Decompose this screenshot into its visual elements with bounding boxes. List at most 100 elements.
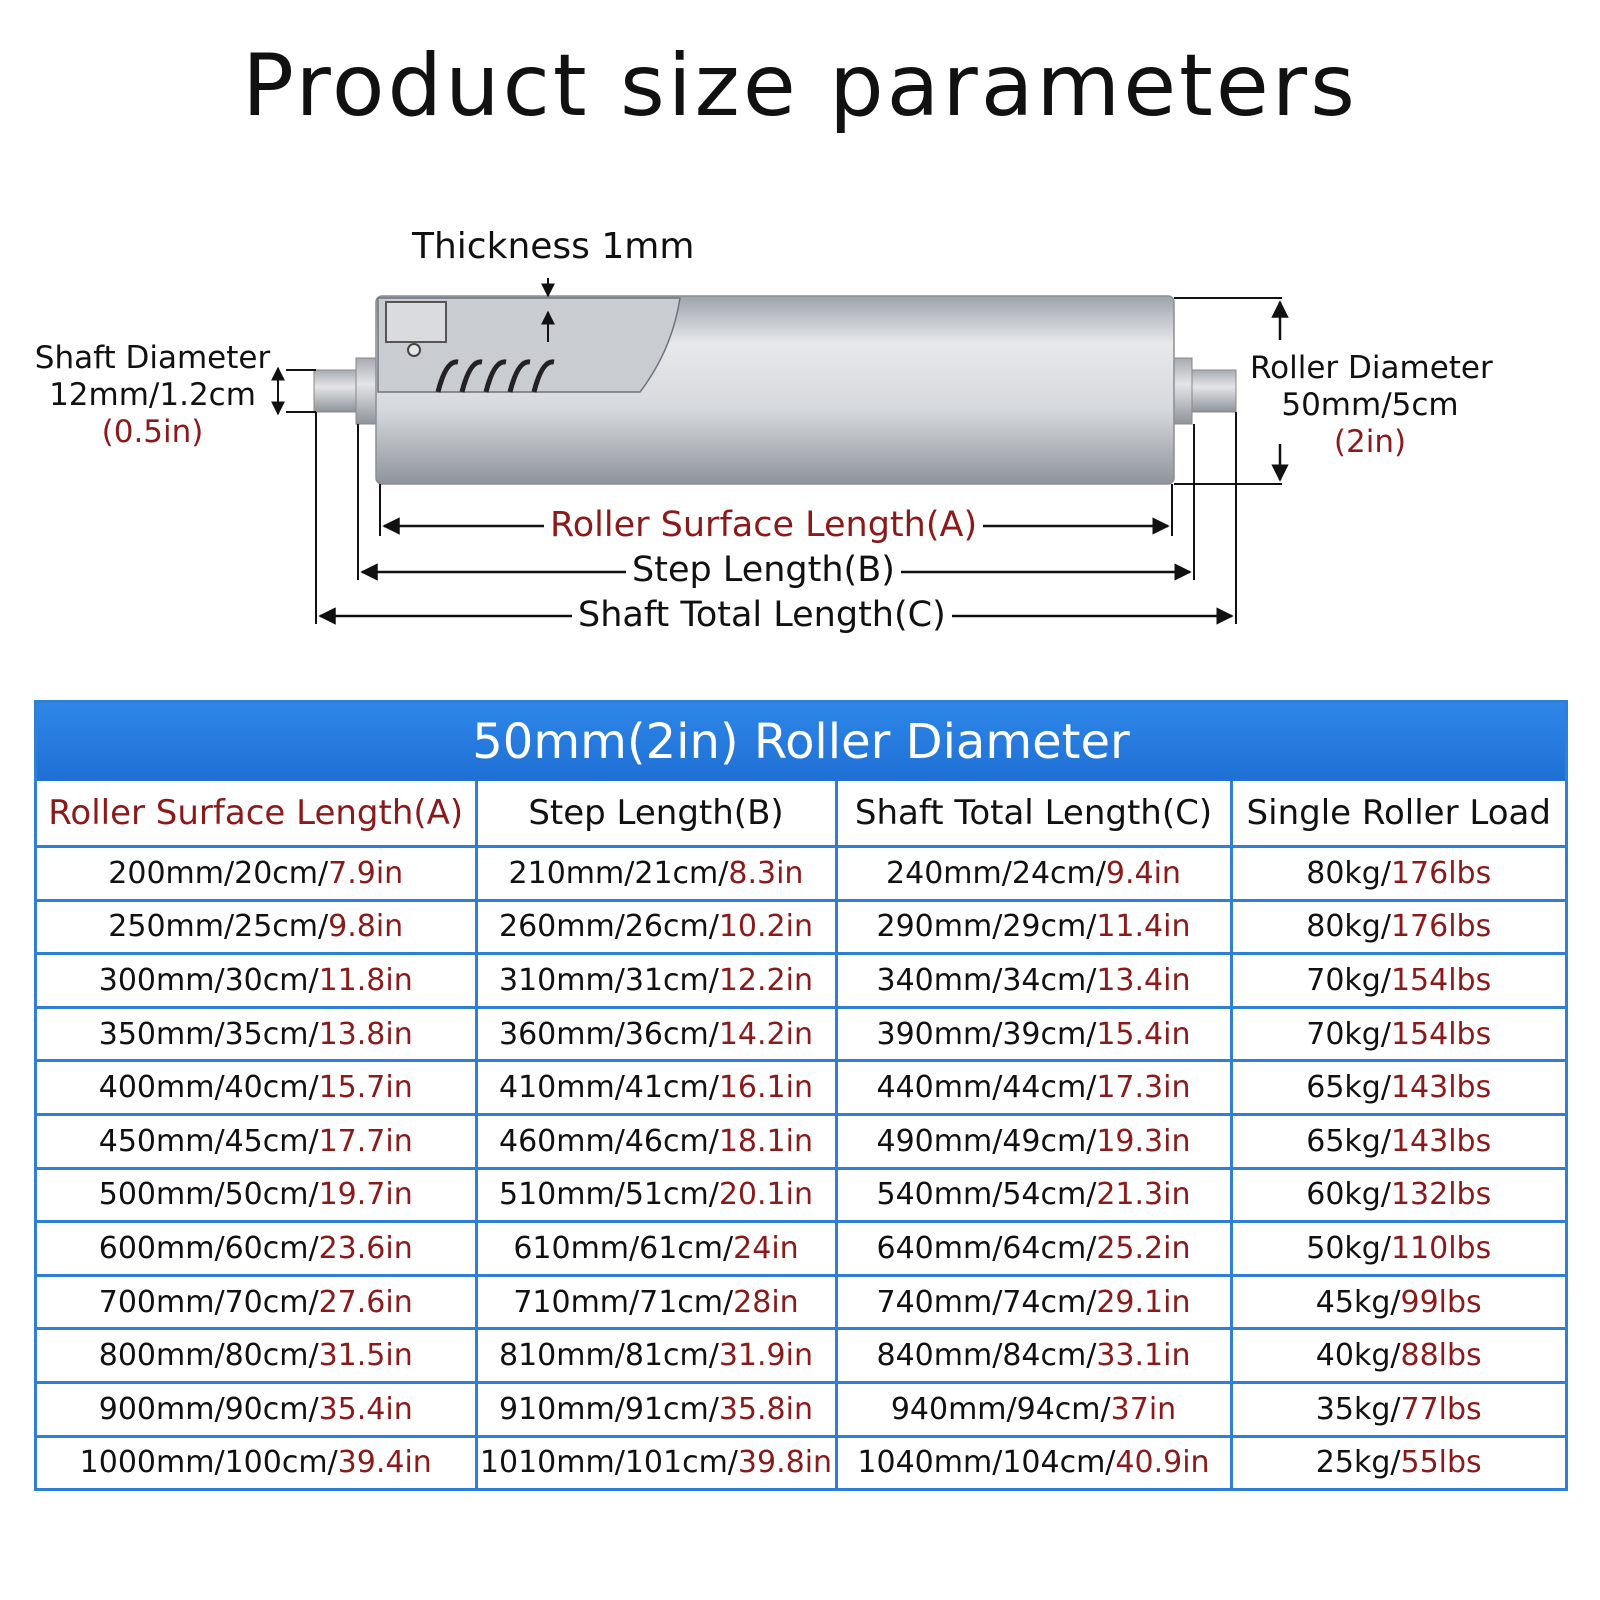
shaft-diameter-label: Shaft Diameter 12mm/1.2cm (0.5in) <box>30 340 275 451</box>
cell-imperial: 10.2in <box>718 909 813 945</box>
table-cell: 400mm/40cm/15.7in <box>37 1060 478 1116</box>
size-table: 50mm(2in) Roller Diameter Roller Surface… <box>34 700 1568 1492</box>
cell-metric: 50kg/ <box>1306 1230 1391 1266</box>
cell-metric: 390mm/39cm/ <box>876 1016 1097 1052</box>
table-cell: 1010mm/101cm/39.8in <box>476 1436 838 1489</box>
cell-metric: 740mm/74cm/ <box>876 1284 1097 1320</box>
cell-metric: 200mm/20cm/ <box>108 855 329 891</box>
cell-metric: 600mm/60cm/ <box>98 1230 319 1266</box>
cell-metric: 500mm/50cm/ <box>98 1177 319 1213</box>
cell-imperial: 13.8in <box>318 1016 413 1052</box>
cell-metric: 290mm/29cm/ <box>876 909 1097 945</box>
cell-metric: 610mm/61cm/ <box>513 1230 734 1266</box>
table-cell: 450mm/45cm/17.7in <box>37 1114 478 1170</box>
thickness-label: Thickness 1mm <box>412 226 695 267</box>
table-cell: 50kg/110lbs <box>1231 1221 1565 1277</box>
cell-metric: 240mm/24cm/ <box>886 855 1106 891</box>
roller-diameter-metric: 50mm/5cm <box>1281 387 1459 423</box>
table-cell: 490mm/49cm/19.3in <box>836 1114 1233 1170</box>
cell-metric: 490mm/49cm/ <box>876 1123 1097 1159</box>
cell-imperial: 17.3in <box>1096 1070 1191 1106</box>
table-cell: 700mm/70cm/27.6in <box>37 1275 478 1331</box>
table-cell: 65kg/143lbs <box>1231 1060 1565 1116</box>
cell-imperial: 143lbs <box>1390 1070 1492 1106</box>
cell-imperial: 176lbs <box>1390 909 1492 945</box>
table-cell: 350mm/35cm/13.8in <box>37 1007 478 1063</box>
table-cell: 240mm/24cm/9.4in <box>836 846 1233 902</box>
table-cell: 35kg/77lbs <box>1231 1382 1565 1438</box>
cell-imperial: 154lbs <box>1390 1016 1492 1052</box>
cell-imperial: 15.4in <box>1096 1016 1191 1052</box>
cell-metric: 210mm/21cm/ <box>508 855 729 891</box>
cell-metric: 35kg/ <box>1315 1391 1401 1427</box>
cell-metric: 250mm/25cm/ <box>108 909 329 945</box>
cell-imperial: 17.7in <box>318 1123 413 1159</box>
table-header-row: Roller Surface Length(A) Step Length(B) … <box>37 781 1565 848</box>
cell-imperial: 19.7in <box>318 1177 413 1213</box>
cell-imperial: 154lbs <box>1390 962 1492 998</box>
cell-metric: 60kg/ <box>1306 1177 1391 1213</box>
cell-imperial: 110lbs <box>1390 1230 1492 1266</box>
cell-metric: 700mm/70cm/ <box>98 1284 319 1320</box>
table-cell: 440mm/44cm/17.3in <box>836 1060 1233 1116</box>
cell-metric: 1040mm/104cm/ <box>857 1445 1116 1481</box>
cell-imperial: 9.8in <box>328 909 404 945</box>
cell-imperial: 15.7in <box>318 1070 413 1106</box>
cell-imperial: 20.1in <box>718 1177 813 1213</box>
cell-metric: 440mm/44cm/ <box>876 1070 1097 1106</box>
cell-imperial: 37in <box>1110 1391 1177 1427</box>
cell-imperial: 27.6in <box>318 1284 413 1320</box>
table-cell: 200mm/20cm/7.9in <box>37 846 478 902</box>
cell-imperial: 99lbs <box>1400 1284 1482 1320</box>
page-title: Product size parameters <box>242 36 1358 136</box>
table-cell: 940mm/94cm/37in <box>836 1382 1233 1438</box>
cell-metric: 540mm/54cm/ <box>876 1177 1097 1213</box>
cell-imperial: 39.4in <box>337 1445 432 1481</box>
cell-metric: 710mm/71cm/ <box>513 1284 734 1320</box>
table-cell: 460mm/46cm/18.1in <box>476 1114 838 1170</box>
table-cell: 510mm/51cm/20.1in <box>476 1168 838 1224</box>
cell-imperial: 31.9in <box>718 1338 813 1374</box>
table-cell: 290mm/29cm/11.4in <box>836 900 1233 956</box>
cell-imperial: 29.1in <box>1096 1284 1191 1320</box>
cell-metric: 910mm/91cm/ <box>499 1391 719 1427</box>
cell-imperial: 40.9in <box>1115 1445 1210 1481</box>
cell-imperial: 12.2in <box>718 962 813 998</box>
shaft-total-length-label: Shaft Total Length(C) <box>572 595 952 635</box>
table-cell: 25kg/55lbs <box>1231 1436 1565 1488</box>
table-cell: 60kg/132lbs <box>1231 1168 1565 1224</box>
cell-metric: 350mm/35cm/ <box>98 1016 319 1052</box>
table-cell: 710mm/71cm/28in <box>476 1275 838 1331</box>
table-cell: 910mm/91cm/35.8in <box>476 1382 838 1438</box>
spring <box>435 359 555 393</box>
cell-imperial: 176lbs <box>1390 855 1492 891</box>
table-cell: 80kg/176lbs <box>1231 846 1565 902</box>
table-cell: 840mm/84cm/33.1in <box>836 1328 1233 1384</box>
table-cell: 70kg/154lbs <box>1231 953 1565 1009</box>
cell-metric: 65kg/ <box>1306 1123 1391 1159</box>
shaft-diameter-imperial: (0.5in) <box>101 414 204 450</box>
cell-imperial: 24in <box>733 1230 799 1266</box>
table-cell: 40kg/88lbs <box>1231 1328 1565 1384</box>
cell-imperial: 19.3in <box>1096 1123 1191 1159</box>
table-cell: 250mm/25cm/9.8in <box>37 900 478 956</box>
table-cell: 410mm/41cm/16.1in <box>476 1060 838 1116</box>
cell-imperial: 25.2in <box>1096 1230 1191 1266</box>
table-cell: 500mm/50cm/19.7in <box>37 1168 478 1224</box>
cell-metric: 640mm/64cm/ <box>876 1230 1097 1266</box>
cell-metric: 45kg/ <box>1315 1284 1401 1320</box>
cell-metric: 400mm/40cm/ <box>98 1070 319 1106</box>
cell-metric: 410mm/41cm/ <box>499 1070 719 1106</box>
size-table-grid: Roller Surface Length(A) Step Length(B) … <box>37 781 1565 1489</box>
roller-diameter-title: Roller Diameter <box>1250 350 1493 386</box>
cell-imperial: 11.8in <box>318 962 413 998</box>
table-cell: 310mm/31cm/12.2in <box>476 953 838 1009</box>
table-cell: 300mm/30cm/11.8in <box>37 953 478 1009</box>
table-cell: 45kg/99lbs <box>1231 1275 1565 1331</box>
